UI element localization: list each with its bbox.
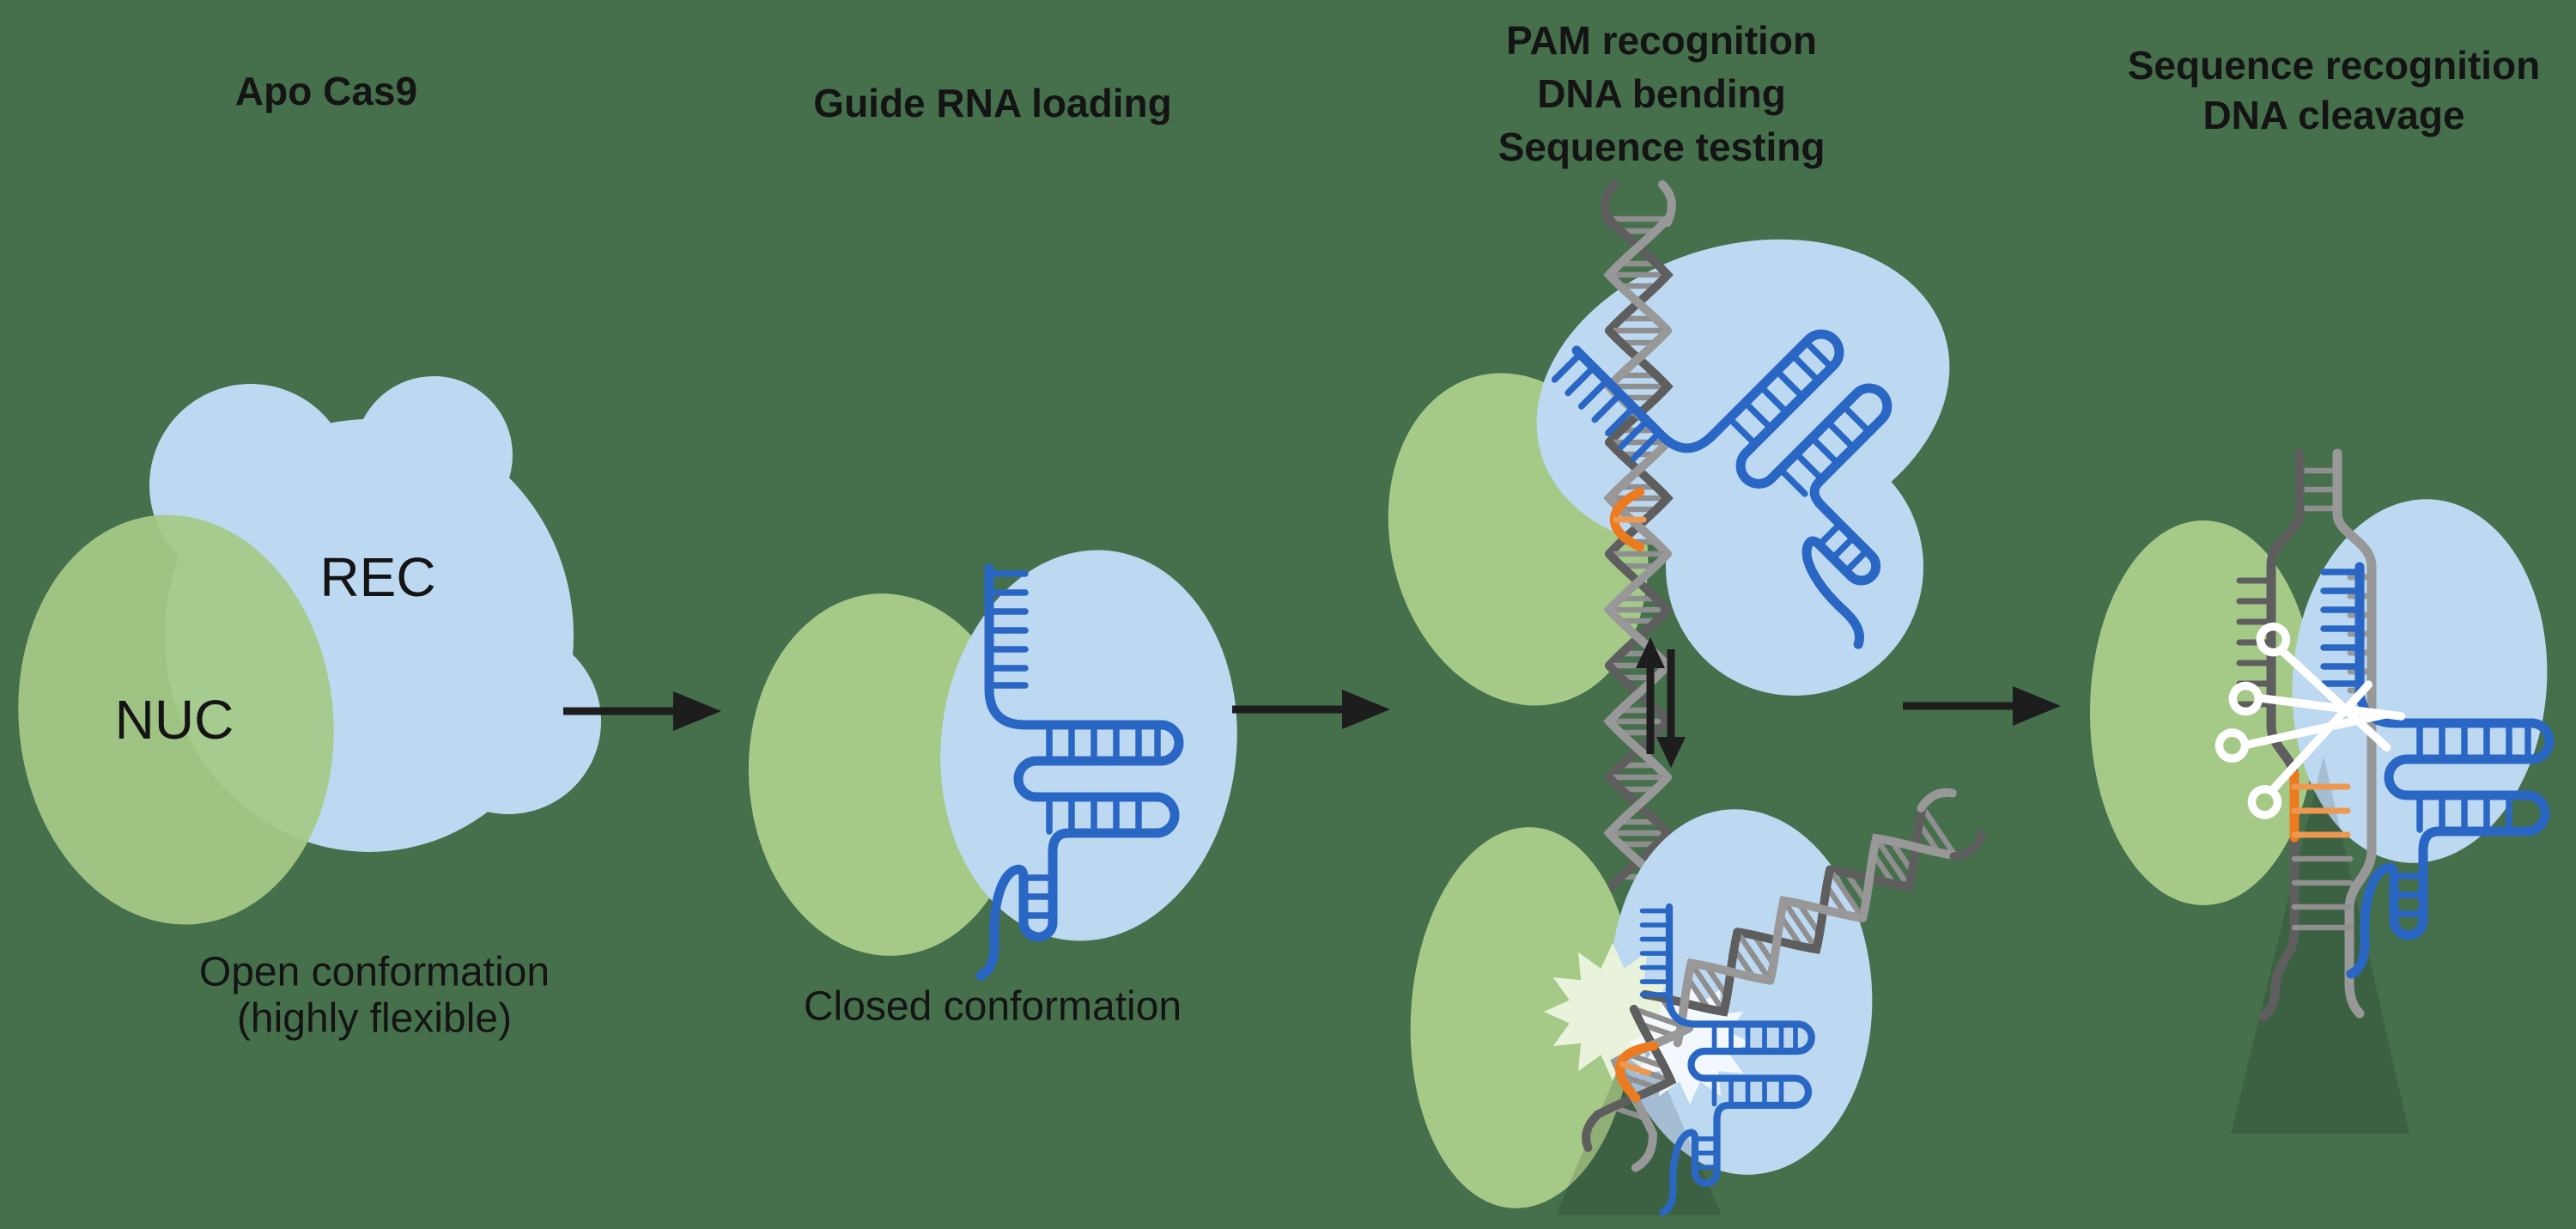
panel3-title-line1: PAM recognition <box>1505 18 1818 63</box>
pam-site-mark <box>1609 487 1647 552</box>
panel-pam-recognition-bottom <box>1410 788 1986 1215</box>
panel4-title-line1: Sequence recognition <box>2127 43 2541 88</box>
panel-dna-cleavage <box>2090 448 2559 1134</box>
panel2-title: Guide RNA loading <box>813 81 1172 125</box>
panel1-title: Apo Cas9 <box>234 69 418 113</box>
dna-helix <box>1643 788 1986 1046</box>
nuc-lobe <box>18 514 334 925</box>
pam-site-mark <box>2289 770 2351 843</box>
panel3-title-line3: Sequence testing <box>1498 125 1826 169</box>
equilibrium-arrows-icon <box>1636 637 1686 768</box>
nuc-lobe <box>2090 520 2317 905</box>
panel3-title-line2: DNA bending <box>1537 71 1786 116</box>
panel2-caption: Closed conformation <box>803 983 1182 1030</box>
nuc-label: NUC <box>114 689 234 751</box>
rec-label: REC <box>319 546 436 608</box>
panel1-caption-line1: Open conformation <box>198 949 550 995</box>
panel1-caption-line2: (highly flexible) <box>236 995 513 1042</box>
pam-site-mark <box>1615 1041 1659 1103</box>
dna-helix-bent <box>1582 1007 1692 1172</box>
nuc-lobe <box>1410 827 1635 1208</box>
lobe-gap-shadow <box>2231 756 2409 1134</box>
panel4-title-line2: DNA cleavage <box>2202 93 2465 137</box>
panel-guide-rna-loading <box>748 550 1237 976</box>
dna-r-loop <box>2236 448 2377 1022</box>
panel-apo-cas9 <box>18 376 601 925</box>
